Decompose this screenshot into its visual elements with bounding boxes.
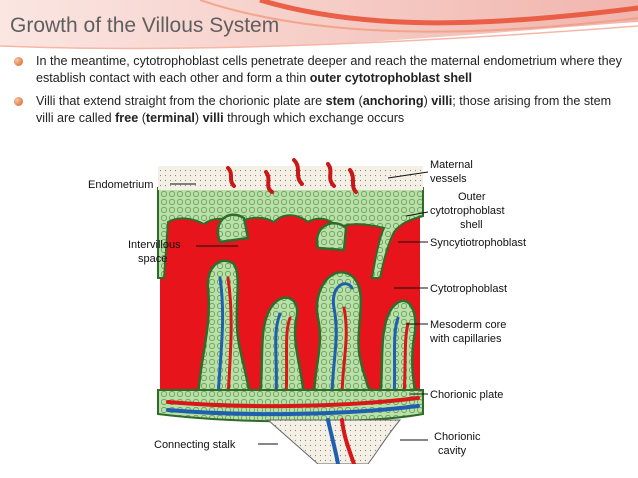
bullet-bold-text: villi <box>202 111 224 125</box>
bullet-bold-text: terminal <box>145 111 195 125</box>
bullet-list: In the meantime, cytotrophoblast cells p… <box>14 53 630 133</box>
bullet-bold-text: stem <box>325 94 355 108</box>
bullet-text: ; those arising from the stem villi are … <box>36 94 612 125</box>
label-chorionic-cavity: cavity <box>438 445 467 457</box>
bullet-dot-icon <box>14 97 23 106</box>
label-connecting-stalk: Connecting stalk <box>154 439 236 451</box>
label-outer-cytotrophoblast: cytotrophoblast <box>430 205 505 217</box>
label-mesoderm-capillaries: with capillaries <box>429 333 502 345</box>
bullet-dot-icon <box>14 57 23 66</box>
label-syncytiotrophoblast: Syncytiotrophoblast <box>430 237 526 249</box>
outer-cytotrophoblast-shell <box>157 187 424 279</box>
bullet-text: ) <box>194 111 203 125</box>
label-mesoderm-core: Mesoderm core <box>430 319 506 331</box>
bullet-text: ) <box>423 94 432 108</box>
bullet-bold-text: anchoring <box>362 94 424 108</box>
bullet-item: Villi that extend straight from the chor… <box>14 93 630 127</box>
bullet-bold-text: villi <box>431 94 453 108</box>
villous-system-diagram: Endometrium Intervillous space Maternal … <box>88 158 540 464</box>
bullet-text: Villi that extend straight from the chor… <box>36 94 326 108</box>
label-intervillous-space: space <box>138 253 167 265</box>
label-outer: Outer <box>458 191 486 203</box>
bullet-text: ( <box>138 111 146 125</box>
label-maternal-vessels: vessels <box>430 173 467 185</box>
bullet-item: In the meantime, cytotrophoblast cells p… <box>14 53 630 87</box>
bullet-text: In the meantime, cytotrophoblast cells p… <box>36 54 622 85</box>
label-chorionic: Chorionic <box>434 431 481 443</box>
villi <box>196 213 418 400</box>
label-intervillous: Intervillous <box>128 239 181 251</box>
bullet-bold-text: outer cytotrophoblast shell <box>309 71 473 85</box>
label-maternal: Maternal <box>430 159 473 171</box>
title-banner <box>0 0 638 50</box>
bullet-text: ( <box>354 94 363 108</box>
label-endometrium: Endometrium <box>88 179 153 191</box>
bullet-bold-text: free <box>115 111 139 125</box>
bullet-text: through which exchange occurs <box>223 111 405 125</box>
slide-title: Growth of the Villous System <box>10 14 280 37</box>
label-chorionic-plate: Chorionic plate <box>430 389 503 401</box>
capillaries <box>216 276 410 400</box>
maternal-vessels <box>226 158 358 194</box>
label-cytotrophoblast: Cytotrophoblast <box>430 283 507 295</box>
label-outer-shell: shell <box>460 219 483 231</box>
